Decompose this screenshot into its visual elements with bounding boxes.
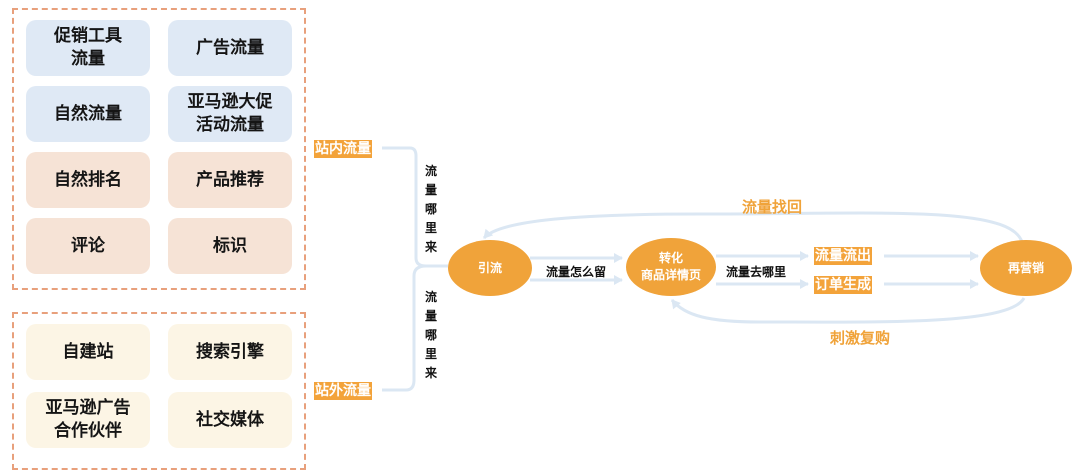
edge-label-where-to-go: 流量去哪里: [726, 265, 787, 279]
tile-reviews: 评论: [26, 218, 150, 274]
onsite-traffic-group: 促销工具 流量 广告流量 自然流量 亚马逊大促 活动流量 自然排名 产品推荐 评…: [12, 8, 306, 290]
tile-organic-traffic: 自然流量: [26, 86, 150, 142]
node-conversion-detail-page: 转化 商品详情页: [626, 238, 716, 296]
tile-badges: 标识: [168, 218, 292, 274]
node-remarketing: 再营销: [980, 240, 1072, 296]
tile-ad-traffic: 广告流量: [168, 20, 292, 76]
loop-recover-arc: [482, 211, 1024, 243]
offsite-traffic-group: 自建站 搜索引擎 亚马逊广告 合作伙伴 社交媒体: [12, 312, 306, 470]
order-generation-label: 订单生成: [814, 276, 872, 294]
tile-amazon-ad-partners: 亚马逊广告 合作伙伴: [26, 392, 150, 448]
outflow-label: 流量流出: [814, 247, 872, 265]
tile-product-recommendation: 产品推荐: [168, 152, 292, 208]
where-from-label-bottom: 流量哪里来: [424, 290, 437, 380]
offsite-bracket-line: [382, 264, 427, 392]
onsite-traffic-label: 站内流量: [314, 140, 372, 158]
loop-label-traffic-recovery: 流量找回: [742, 198, 803, 216]
offsite-traffic-label: 站外流量: [314, 382, 372, 400]
loop-repurchase-arc: [670, 297, 1026, 324]
loop-label-stimulate-repurchase: 刺激复购: [830, 329, 891, 347]
tile-amazon-event-traffic: 亚马逊大促 活动流量: [168, 86, 292, 142]
edge-label-how-to-retain: 流量怎么留: [546, 265, 607, 279]
tile-own-site: 自建站: [26, 324, 150, 380]
node-traffic-acquisition: 引流: [448, 240, 532, 296]
tile-promo-tools-traffic: 促销工具 流量: [26, 20, 150, 76]
tile-search-engine: 搜索引擎: [168, 324, 292, 380]
tile-organic-ranking: 自然排名: [26, 152, 150, 208]
where-from-label-top: 流量哪里来: [424, 164, 437, 254]
tile-social-media: 社交媒体: [168, 392, 292, 448]
